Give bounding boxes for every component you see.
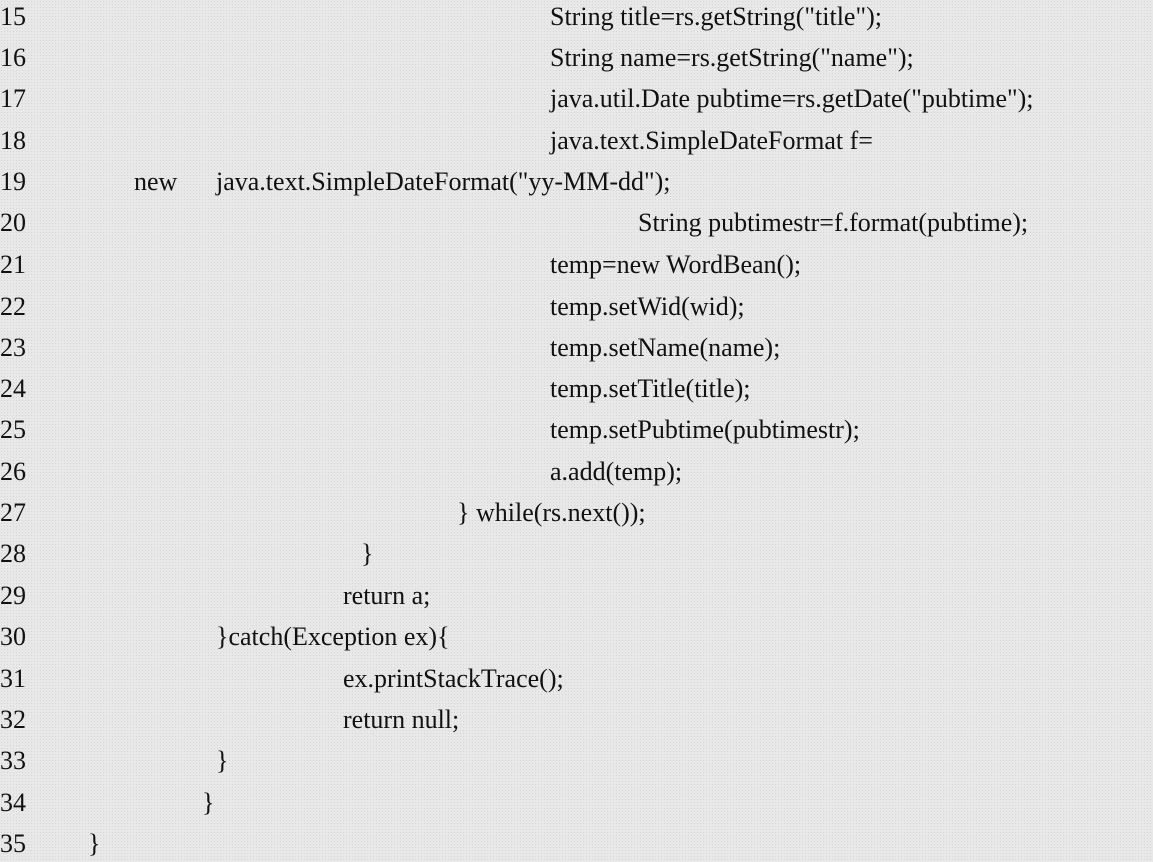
line-text: a.add(temp); (550, 457, 683, 486)
code-line: 35 } (0, 827, 1153, 862)
line-text-continuation: java.text.SimpleDateFormat("yy-MM-dd"); (216, 167, 671, 196)
line-number: 22 (0, 292, 26, 321)
line-number: 33 (0, 746, 26, 775)
line-number: 34 (0, 788, 26, 817)
line-text: temp=new WordBean(); (550, 250, 802, 279)
line-text: temp.setPubtime(pubtimestr); (550, 415, 860, 444)
line-number: 28 (0, 539, 26, 568)
line-number: 15 (0, 2, 26, 31)
code-line: 29 return a; (0, 579, 1153, 621)
line-text: new (134, 167, 178, 196)
line-number: 29 (0, 581, 26, 610)
code-line: 31 ex.printStackTrace(); (0, 662, 1153, 704)
code-line: 19 new java.text.SimpleDateFormat("yy-MM… (0, 165, 1153, 207)
code-line: 18 java.text.SimpleDateFormat f= (0, 124, 1153, 166)
line-number: 27 (0, 498, 26, 527)
line-number: 31 (0, 664, 26, 693)
code-line: 15 String title=rs.getString("title"); (0, 0, 1153, 42)
line-text: } (361, 539, 374, 568)
code-line: 34 } (0, 786, 1153, 828)
code-line: 27 } while(rs.next()); (0, 496, 1153, 538)
code-line: 24 temp.setTitle(title); (0, 372, 1153, 414)
line-number: 32 (0, 705, 26, 734)
line-text: } (88, 829, 101, 858)
line-text: temp.setWid(wid); (550, 292, 745, 321)
line-text: return a; (343, 581, 431, 610)
line-text: } (216, 746, 229, 775)
line-text: String title=rs.getString("title"); (550, 2, 882, 31)
line-text: return null; (343, 705, 460, 734)
line-number: 25 (0, 415, 26, 444)
line-number: 18 (0, 126, 26, 155)
code-line: 25 temp.setPubtime(pubtimestr); (0, 413, 1153, 455)
line-text: }catch(Exception ex){ (216, 622, 450, 651)
code-line: 21 temp=new WordBean(); (0, 248, 1153, 290)
line-text: temp.setTitle(title); (550, 374, 751, 403)
code-line: 20 String pubtimestr=f.format(pubtime); (0, 206, 1153, 248)
code-line: 28 } (0, 537, 1153, 579)
line-text: ex.printStackTrace(); (343, 664, 564, 693)
line-number: 35 (0, 829, 26, 858)
line-number: 26 (0, 457, 26, 486)
line-number: 30 (0, 622, 26, 651)
line-text: temp.setName(name); (550, 333, 781, 362)
code-line: 32 return null; (0, 703, 1153, 745)
code-line: 16 String name=rs.getString("name"); (0, 41, 1153, 83)
line-text: String name=rs.getString("name"); (550, 43, 914, 72)
line-number: 20 (0, 208, 26, 237)
code-line: 30 }catch(Exception ex){ (0, 620, 1153, 662)
line-text: String pubtimestr=f.format(pubtime); (638, 208, 1029, 237)
line-number: 16 (0, 43, 26, 72)
line-number: 19 (0, 167, 26, 196)
line-text: } while(rs.next()); (457, 498, 646, 527)
line-text: java.util.Date pubtime=rs.getDate("pubti… (550, 84, 1034, 113)
line-number: 23 (0, 333, 26, 362)
line-text: } (202, 788, 215, 817)
line-number: 17 (0, 84, 26, 113)
code-line: 33 } (0, 744, 1153, 786)
line-text: java.text.SimpleDateFormat f= (550, 126, 873, 155)
line-number: 21 (0, 250, 26, 279)
line-number: 24 (0, 374, 26, 403)
code-line: 23 temp.setName(name); (0, 331, 1153, 373)
code-line: 26 a.add(temp); (0, 455, 1153, 497)
code-line: 17 java.util.Date pubtime=rs.getDate("pu… (0, 82, 1153, 124)
code-line: 22 temp.setWid(wid); (0, 290, 1153, 332)
